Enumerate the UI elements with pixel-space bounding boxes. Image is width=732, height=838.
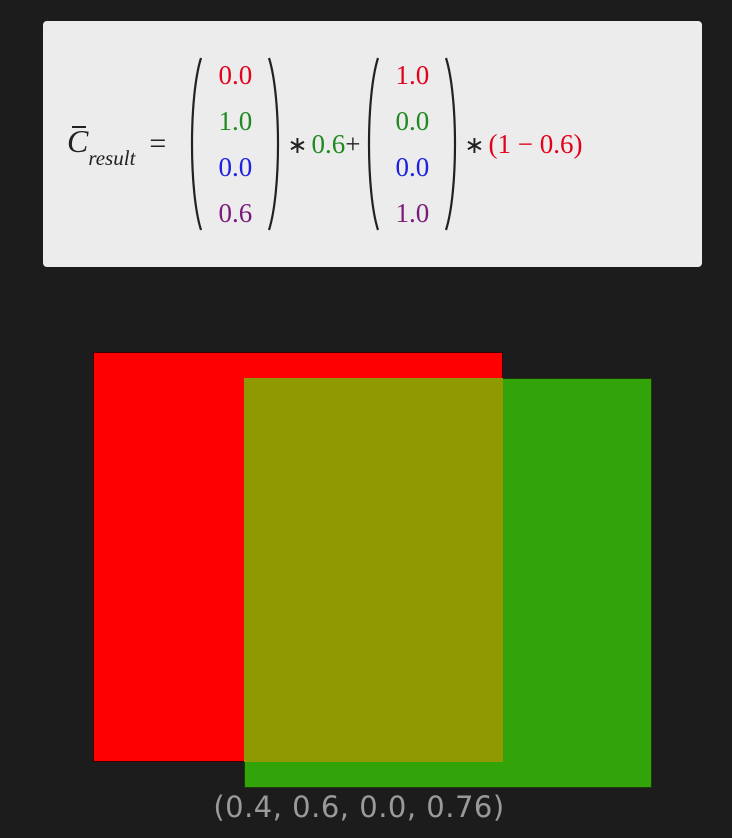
formula-card: Cresult = 0.0 1.0 0.0 0.6 ∗0.6+ bbox=[43, 21, 702, 267]
destination-color-vector: 1.0 0.0 0.0 1.0 bbox=[364, 56, 460, 232]
vector2-a: 1.0 bbox=[395, 198, 430, 228]
multiply-sign: ∗ bbox=[464, 132, 485, 159]
left-paren-icon bbox=[368, 57, 380, 231]
vector1-g: 1.0 bbox=[218, 106, 253, 136]
green-square bbox=[244, 378, 652, 788]
blended-color-readout: (0.4, 0.6, 0.0, 0.76) bbox=[0, 790, 732, 824]
vector1-a: 0.6 bbox=[218, 198, 253, 228]
source-alpha-factor: 0.6 bbox=[311, 128, 346, 159]
destination-alpha-factor: (1 − 0.6) bbox=[488, 128, 583, 159]
destination-factor: ∗(1 − 0.6) bbox=[464, 129, 582, 160]
vector1-b: 0.0 bbox=[218, 152, 253, 182]
overline-bar bbox=[72, 125, 86, 128]
result-color-symbol: Cresult bbox=[67, 122, 135, 170]
plus-sign: + bbox=[345, 128, 361, 159]
vector2-b: 0.0 bbox=[395, 152, 430, 182]
vector2-r: 1.0 bbox=[395, 60, 430, 90]
red-square bbox=[93, 352, 503, 762]
result-symbol-letter: C bbox=[67, 122, 89, 159]
vector1-r: 0.0 bbox=[218, 60, 253, 90]
multiply-sign: ∗ bbox=[287, 132, 308, 159]
equals-sign: = bbox=[149, 127, 167, 160]
result-subscript: result bbox=[88, 146, 136, 171]
blended-color-value: (0.4, 0.6, 0.0, 0.76) bbox=[213, 790, 505, 824]
blend-formula: Cresult = 0.0 1.0 0.0 0.6 ∗0.6+ bbox=[43, 21, 702, 267]
blended-overlap-region bbox=[244, 378, 503, 762]
source-factor: ∗0.6+ bbox=[287, 129, 360, 160]
right-paren-icon bbox=[268, 57, 280, 231]
vector2-g: 0.0 bbox=[395, 106, 430, 136]
right-paren-icon bbox=[445, 57, 457, 231]
source-color-vector: 0.0 1.0 0.0 0.6 bbox=[187, 56, 283, 232]
left-paren-icon bbox=[191, 57, 203, 231]
